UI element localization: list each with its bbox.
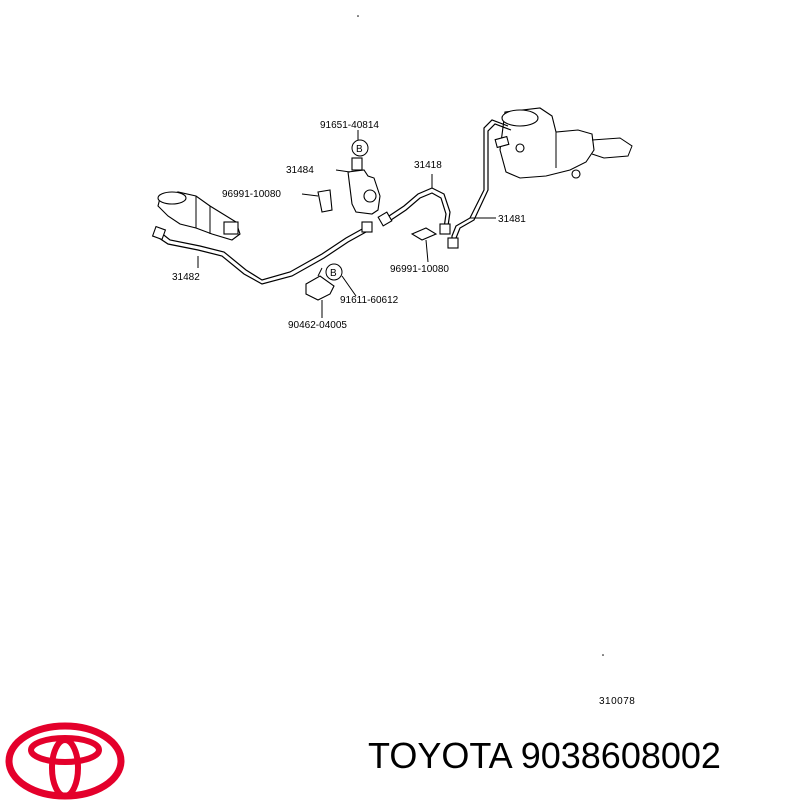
bolt-marker-upper: B	[351, 139, 369, 157]
bolt-marker-lower: B	[325, 263, 343, 281]
clip-left	[317, 189, 333, 213]
diagram-code: 310078	[599, 696, 636, 707]
label-96991-10080-right: 96991-10080	[390, 264, 449, 275]
label-31482: 31482	[172, 272, 200, 283]
label-90462-04005: 90462-04005	[288, 320, 347, 331]
label-91611-60612: 91611-60612	[340, 295, 399, 306]
label-96991-10080-left: 96991-10080	[222, 189, 281, 200]
hose-31418	[385, 187, 451, 227]
brand-name: TOYOTA	[368, 735, 511, 776]
part-number: 9038608002	[520, 735, 721, 776]
label-31484: 31484	[286, 165, 314, 176]
master-cylinder	[499, 107, 633, 179]
release-cylinder	[157, 191, 241, 241]
toyota-logo-icon	[5, 722, 125, 800]
brand-part-caption: TOYOTA 9038608002	[368, 738, 721, 774]
label-91651-40814: 91651-40814	[320, 120, 379, 131]
label-31481: 31481	[498, 214, 526, 225]
bracket-90462	[305, 267, 335, 301]
svg-text:B: B	[356, 144, 363, 155]
clip-right	[410, 227, 438, 241]
bracket-31484	[347, 157, 381, 215]
svg-text:B: B	[330, 268, 337, 279]
label-31418: 31418	[414, 160, 442, 171]
pipe-31481	[451, 119, 509, 246]
pipe-31482	[159, 227, 365, 281]
